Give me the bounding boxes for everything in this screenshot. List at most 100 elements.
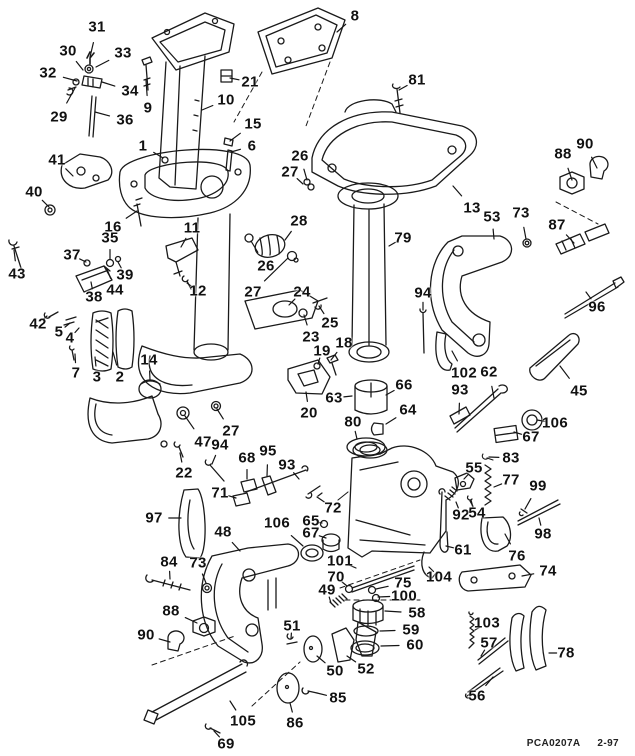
leader-line-53 <box>492 228 495 240</box>
part-label-45: 45 <box>570 382 588 400</box>
part-label-67: 67 <box>302 524 320 542</box>
part-label-9: 9 <box>143 99 153 117</box>
leader-line-74 <box>521 573 535 577</box>
part-label-90: 90 <box>576 135 594 153</box>
leader-line-87 <box>565 234 575 244</box>
part-label-101: 101 <box>327 552 353 570</box>
part-label-75: 75 <box>394 574 412 592</box>
stern-bracket-upper <box>429 155 625 381</box>
part-label-29: 29 <box>50 108 68 126</box>
leader-line-67 <box>513 431 523 435</box>
part-label-7: 7 <box>71 364 81 382</box>
leader-line-21 <box>229 77 240 81</box>
leader-line-62 <box>491 385 495 399</box>
part-label-28: 28 <box>290 212 308 230</box>
leader-line-90 <box>158 638 171 643</box>
part-label-95: 95 <box>259 442 277 460</box>
part-label-76: 76 <box>508 547 526 565</box>
part-label-37: 37 <box>63 246 81 264</box>
part-label-47: 47 <box>194 433 212 451</box>
part-label-63: 63 <box>325 389 343 407</box>
part-label-26: 26 <box>291 147 309 165</box>
part-label-5: 5 <box>54 323 64 341</box>
leader-line-18 <box>330 351 338 361</box>
leader-line-45 <box>559 365 570 379</box>
leader-line-71 <box>228 495 237 499</box>
leader-line-29 <box>66 87 76 104</box>
bolt-9 <box>141 56 153 91</box>
part-label-85: 85 <box>329 689 347 707</box>
leader-line-58 <box>384 610 402 613</box>
leader-line-70 <box>341 581 348 587</box>
part-label-4: 4 <box>65 329 75 347</box>
leader-line-37 <box>79 258 87 263</box>
support-plate <box>311 83 477 195</box>
clamp-20 <box>287 359 331 395</box>
part-label-73: 73 <box>189 554 207 572</box>
leader-line-56 <box>485 676 494 687</box>
leader-line-60 <box>380 644 400 647</box>
leader-line-101 <box>348 564 357 569</box>
leader-line-2 <box>112 351 118 366</box>
leader-line-15 <box>229 132 241 142</box>
part-label-70: 70 <box>327 568 345 586</box>
clamp-bracket-48 <box>200 543 355 664</box>
drawing-date-code: 2-97 <box>597 738 619 749</box>
leader-line-1 <box>153 151 164 159</box>
part-label-21: 21 <box>241 73 259 91</box>
drawing-code-id: PCA0207A <box>526 738 581 749</box>
part-label-41: 41 <box>48 151 66 169</box>
anode-cluster <box>244 178 339 376</box>
leader-line-31 <box>89 41 95 58</box>
part-label-12: 12 <box>189 282 207 300</box>
leader-line-88 <box>184 616 198 624</box>
leader-line-27 <box>296 178 304 185</box>
leader-line-13 <box>452 185 463 197</box>
leader-line-27 <box>263 257 289 282</box>
leader-line-52 <box>346 655 357 663</box>
part-label-27: 27 <box>244 283 262 301</box>
part-label-80: 80 <box>344 413 362 431</box>
part-label-24: 24 <box>293 283 311 301</box>
leader-line-102 <box>451 350 458 362</box>
part-label-49: 49 <box>318 581 336 599</box>
part-label-72: 72 <box>324 499 342 517</box>
part-label-68: 68 <box>238 449 256 467</box>
part-label-36: 36 <box>116 111 134 129</box>
part-label-65: 65 <box>302 512 320 530</box>
leader-line-90 <box>590 156 598 169</box>
mount-pads <box>232 465 341 562</box>
leader-line-49 <box>328 596 332 604</box>
part-label-59: 59 <box>402 621 420 639</box>
leader-line-94 <box>211 454 217 465</box>
part-label-50: 50 <box>326 662 344 680</box>
leader-line-26 <box>250 240 259 253</box>
leader-line-86 <box>289 702 293 713</box>
leader-line-106 <box>536 419 546 422</box>
part-label-96: 96 <box>588 298 606 316</box>
part-label-78: 78 <box>557 644 575 662</box>
part-label-20: 20 <box>300 404 318 422</box>
leader-line-7 <box>74 353 77 364</box>
part-label-54: 54 <box>468 504 486 522</box>
part-label-30: 30 <box>59 42 77 60</box>
part-label-27: 27 <box>281 163 299 181</box>
leader-line-12 <box>186 282 193 288</box>
part-label-38: 38 <box>85 288 103 306</box>
part-label-22: 22 <box>175 464 193 482</box>
part-label-10: 10 <box>217 91 235 109</box>
leader-line-93 <box>293 472 300 480</box>
leader-line-28 <box>284 230 292 241</box>
part-label-90: 90 <box>137 626 155 644</box>
leader-line-20 <box>305 391 308 402</box>
leader-line-81 <box>398 84 408 91</box>
part-label-27: 27 <box>222 422 240 440</box>
leader-line-5 <box>64 322 71 328</box>
leader-line-54 <box>469 500 474 507</box>
leader-line-80 <box>354 430 358 440</box>
leader-line-43 <box>13 249 16 262</box>
part-label-106: 106 <box>542 414 568 432</box>
leader-line-103 <box>474 626 481 631</box>
